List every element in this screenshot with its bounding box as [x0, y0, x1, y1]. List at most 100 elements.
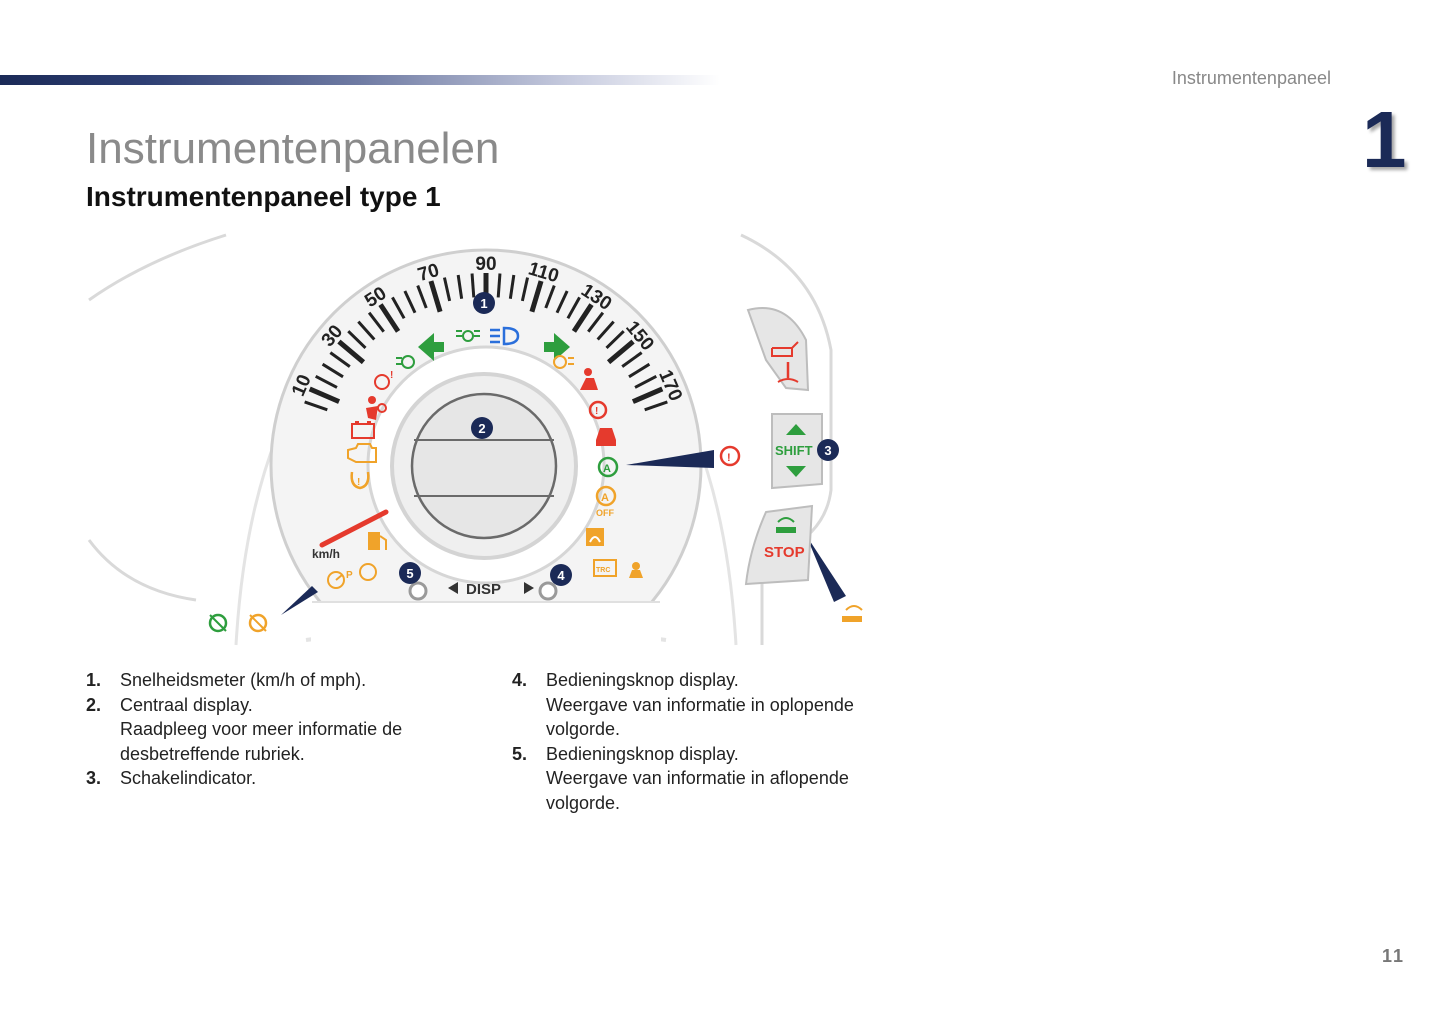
- legend-column-left: 1. Snelheidsmeter (km/h of mph). 2. Cent…: [86, 668, 446, 791]
- legend-column-right: 4. Bedieningsknop display. Weergave van …: [512, 668, 892, 815]
- open-door-icon: [596, 428, 616, 446]
- speed-tick: [367, 311, 385, 333]
- speed-tick: [403, 290, 417, 314]
- legend-item-4: 4. Bedieningsknop display. Weergave van …: [512, 668, 892, 742]
- legend-item-5: 5. Bedieningsknop display. Weergave van …: [512, 742, 892, 816]
- speed-limiter-green-icon: [208, 613, 228, 633]
- dynamic-stability-icon: [586, 528, 604, 546]
- svg-text:OFF: OFF: [596, 508, 614, 518]
- legend-text: Centraal display.: [120, 694, 253, 715]
- svg-text:!: !: [390, 370, 393, 381]
- disp-label: DISP: [466, 581, 501, 598]
- speed-tick: [566, 296, 581, 320]
- legend-number: 5.: [512, 743, 528, 764]
- legend-text: Bedieningsknop display.: [546, 743, 739, 764]
- speed-tick: [315, 375, 338, 389]
- service-icon: !: [719, 445, 741, 467]
- speed-tick: [357, 320, 376, 341]
- svg-text:1: 1: [480, 296, 487, 311]
- disp-left-arrow-icon: [448, 582, 458, 594]
- page-title: Instrumentenpanelen: [86, 124, 500, 173]
- legend-text: volgorde.: [546, 719, 621, 739]
- legend-number: 3.: [86, 768, 102, 788]
- svg-text:TRC: TRC: [596, 567, 610, 574]
- svg-text:P: P: [346, 570, 353, 581]
- parking-brake-icon: !: [588, 400, 608, 420]
- turn-left-arrow-icon: [418, 333, 444, 361]
- legend-text: Weergave van informatie in oplopende: [546, 694, 854, 715]
- callout-4: 4: [550, 564, 572, 586]
- dial-bottom-cut: [311, 602, 661, 650]
- legend-text: desbetreffende rubriek.: [120, 743, 305, 764]
- legend-text: Bedieningsknop display.: [546, 670, 739, 690]
- passenger-airbag-off-icon: [629, 562, 643, 578]
- svg-text:4: 4: [557, 568, 565, 583]
- speed-tick: [378, 303, 401, 333]
- shift-indicator-panel: [771, 413, 823, 490]
- chapter-number: 1: [1362, 95, 1407, 184]
- speed-tick: [347, 330, 367, 350]
- speed-tick: [470, 273, 476, 298]
- page-number: 11: [1381, 946, 1405, 966]
- header-gradient-bar: [0, 75, 720, 85]
- speed-tick: [628, 362, 651, 379]
- legend-number: 2.: [86, 694, 102, 715]
- traction-control-off-icon: TRC: [593, 559, 617, 577]
- legend-item-1: 1. Snelheidsmeter (km/h of mph).: [86, 668, 446, 693]
- legend-number: 4.: [512, 670, 528, 690]
- high-beam-icon: [490, 326, 520, 346]
- callout-2: 2: [471, 417, 493, 439]
- speed-tick: [529, 280, 544, 313]
- legend-text: Weergave van informatie in aflopende: [546, 768, 849, 788]
- speed-tick: [308, 386, 341, 404]
- panel-housing-outline-lower: [87, 539, 197, 602]
- stop-start-green-icon: [776, 517, 796, 533]
- svg-text:2: 2: [478, 421, 485, 436]
- svg-text:!: !: [727, 452, 731, 464]
- speed-tick: [304, 400, 328, 412]
- speed-label: 90: [475, 254, 496, 275]
- shift-up-arrow-icon: [786, 424, 806, 435]
- fog-light-front-icon: [396, 355, 415, 369]
- panel-housing-outline: [88, 233, 227, 302]
- speed-tick: [631, 386, 664, 404]
- fuel-icon: [368, 532, 387, 550]
- speed-tick: [337, 339, 366, 365]
- svg-text:5: 5: [406, 566, 413, 581]
- speed-tick: [496, 273, 502, 298]
- callout-1: 1: [473, 292, 495, 314]
- speed-tick: [644, 400, 668, 412]
- tyre-pressure-icon: !: [350, 471, 370, 490]
- central-display: [410, 392, 558, 540]
- speed-tick: [456, 274, 464, 299]
- speed-tick: [416, 285, 428, 309]
- turn-right-arrow-icon: [544, 333, 570, 361]
- speed-tick: [555, 290, 569, 314]
- svg-text:3: 3: [824, 443, 831, 458]
- airbag-icon: [366, 396, 387, 420]
- display-button-left[interactable]: [408, 581, 428, 601]
- callout-pointer-left: [281, 586, 318, 615]
- speed-tick: [329, 351, 351, 368]
- warning-pod-top: [746, 307, 810, 392]
- legend-item-2: 2. Centraal display. Raadpleeg voor meer…: [86, 693, 446, 767]
- shift-down-arrow-icon: [786, 466, 806, 477]
- cruise-control-icon: P: [327, 563, 377, 589]
- speed-tick: [428, 280, 443, 313]
- speed-tick: [596, 320, 615, 341]
- display-button-right[interactable]: [538, 581, 558, 601]
- callout-pointer-stop: [806, 535, 846, 602]
- legend-text: Snelheidsmeter (km/h of mph).: [120, 670, 367, 690]
- legend-text: volgorde.: [546, 792, 621, 813]
- speed-tick: [571, 303, 594, 333]
- speed-tick: [442, 277, 452, 302]
- legend-text: Raadpleeg voor meer informatie de: [120, 719, 403, 739]
- speed-tick: [621, 351, 643, 368]
- svg-text:A: A: [603, 463, 611, 475]
- battery-icon: [351, 421, 375, 439]
- svg-text:A: A: [601, 492, 609, 504]
- callout-3: 3: [817, 439, 839, 461]
- section-label: Instrumentenpaneel: [1171, 68, 1331, 88]
- coolant-temperature-icon: [777, 362, 799, 383]
